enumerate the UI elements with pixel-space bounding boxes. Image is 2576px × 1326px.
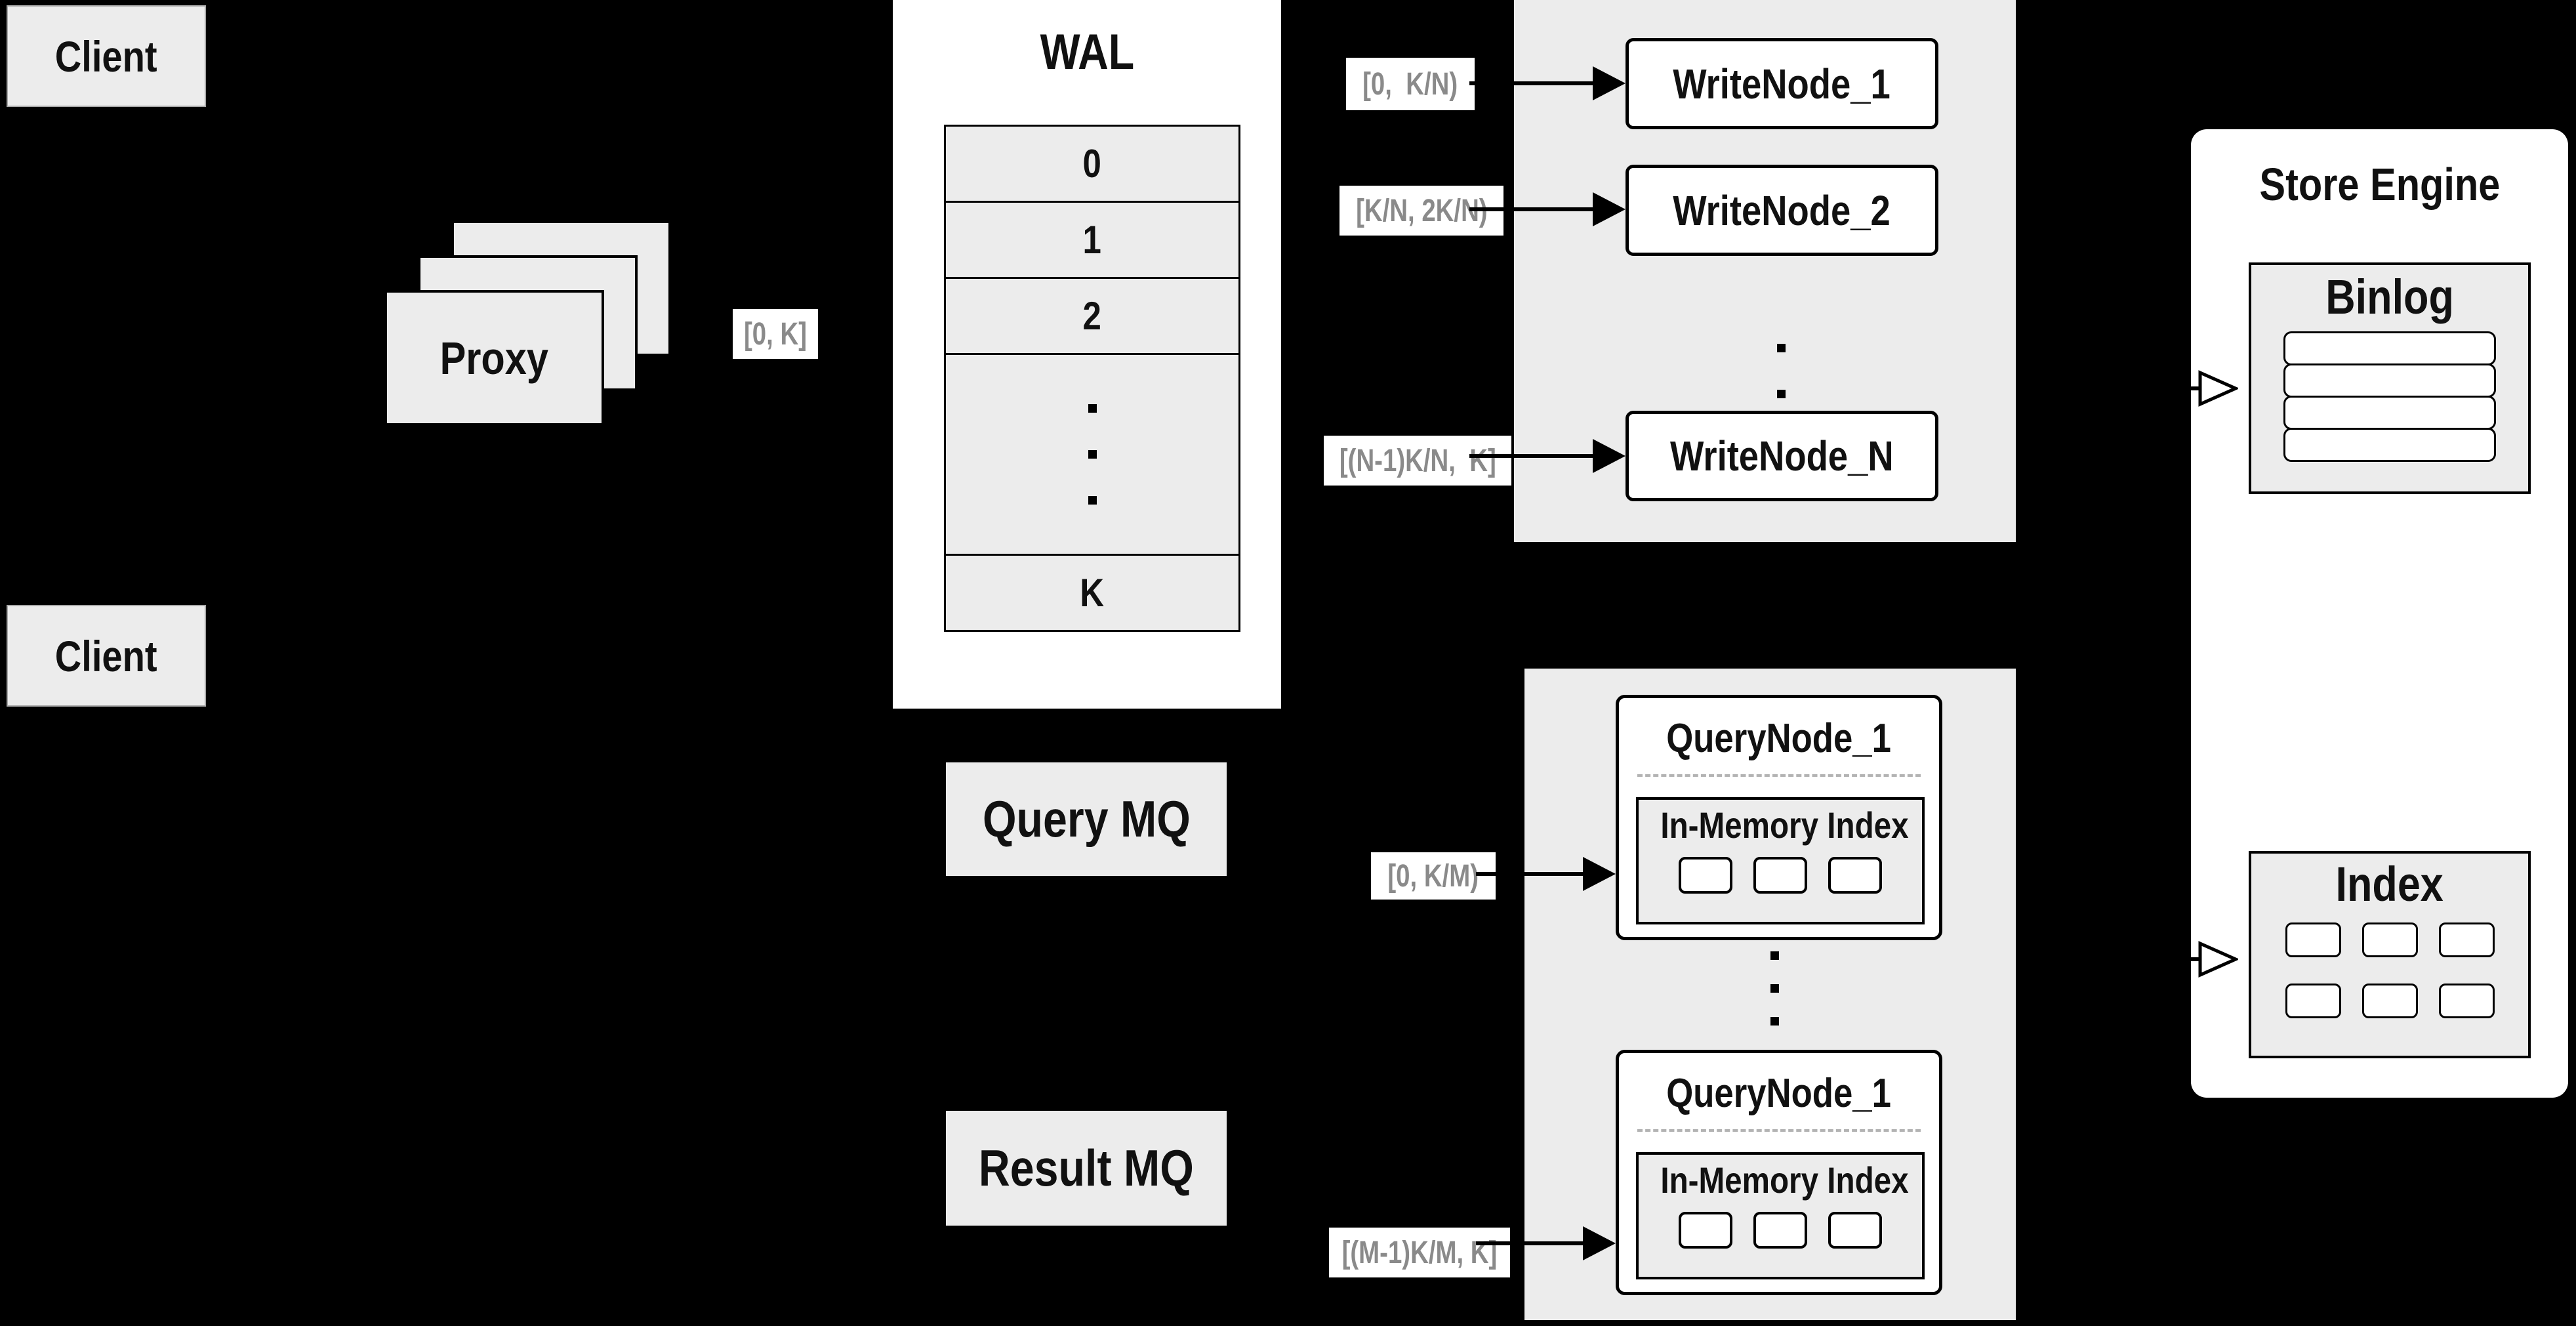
store-engine-panel: Store Engine Binlog Index [2191, 129, 2568, 1098]
client-top-label: Client [55, 31, 157, 81]
range-label-query-m: [(M-1)K/M, K] [1329, 1228, 1510, 1277]
arrow-to-writenode-1 [1469, 66, 1625, 100]
range-label-write-1: [0, K/N) [1346, 58, 1475, 110]
index-title: Index [2335, 857, 2444, 911]
wal-segment-row-1: 1 [944, 201, 1240, 279]
client-box-top: Client [7, 5, 206, 107]
binlog-box: Binlog [2249, 262, 2531, 494]
ellipsis-dots-icon [1770, 951, 1779, 1026]
memory-segment-cell [1828, 1212, 1882, 1249]
query-mq-box: Query MQ [946, 762, 1227, 876]
wal-segment-row-2: 2 [944, 277, 1240, 355]
arrow-shaft [1469, 81, 1595, 85]
index-grid [2251, 922, 2528, 1018]
arrow-to-writenode-n [1469, 439, 1625, 473]
in-memory-index-box: In-Memory Index [1636, 1152, 1925, 1279]
memory-segment-cells [1639, 1212, 1922, 1249]
index-cell [2438, 984, 2495, 1018]
range-label-query-1: [0, K/M) [1371, 852, 1496, 900]
query-node-title: QueryNode_1 [1666, 716, 1892, 761]
hollow-right-arrow-icon [2153, 941, 2238, 978]
arrow-shaft [1469, 207, 1595, 211]
query-node-title: QueryNode_1 [1666, 1071, 1892, 1116]
ellipsis-dots-icon [1088, 404, 1097, 505]
proxy-label: Proxy [440, 332, 549, 384]
index-cell [2285, 984, 2341, 1018]
memory-segment-cell [1753, 1212, 1807, 1249]
client-bottom-label: Client [55, 631, 157, 680]
wal-panel: WAL 0 1 2 K [890, 0, 1284, 711]
right-arrow-head-icon [1583, 857, 1616, 891]
binlog-rows [2251, 331, 2528, 462]
arrow-shaft [1469, 454, 1595, 458]
store-engine-title: Store Engine [2259, 159, 2500, 210]
result-mq-box: Result MQ [946, 1111, 1227, 1226]
write-node-box-1: WriteNode_1 [1625, 38, 1938, 129]
write-node-box-2: WriteNode_2 [1625, 165, 1938, 256]
query-node-box-2: QueryNode_1 In-Memory Index [1616, 1050, 1942, 1295]
index-box: Index [2249, 851, 2531, 1058]
arrow-shaft [1476, 1241, 1585, 1245]
write-node-box-n: WriteNode_N [1625, 411, 1938, 501]
in-memory-index-title: In-Memory Index [1660, 804, 1909, 846]
right-arrow-head-icon [1593, 192, 1625, 226]
binlog-row [2283, 363, 2496, 398]
hollow-right-arrow-icon [2153, 370, 2238, 407]
right-arrow-head-icon [1583, 1226, 1616, 1260]
dashed-divider [1637, 774, 1921, 777]
arrow-to-writenode-2 [1469, 192, 1625, 226]
range-label-write-n: [(N-1)K/N, K] [1324, 436, 1511, 486]
wal-segment-list: 0 1 2 K [944, 125, 1240, 632]
binlog-row [2283, 428, 2496, 462]
index-cell [2361, 984, 2418, 1018]
proxy-box-front: Proxy [384, 290, 604, 426]
wal-segment-row-k: K [944, 554, 1240, 632]
memory-segment-cell [1679, 857, 1732, 894]
right-arrow-head-icon [1593, 439, 1625, 473]
range-label-proxy-output: [0, K] [733, 309, 818, 359]
arrow-to-querynode-1 [1476, 857, 1616, 891]
memory-segment-cell [1753, 857, 1807, 894]
binlog-title: Binlog [2325, 270, 2454, 324]
arrow-shaft [1476, 872, 1585, 876]
memory-segment-cell [1828, 857, 1882, 894]
right-arrow-head-icon [1593, 66, 1625, 100]
binlog-row [2283, 396, 2496, 430]
binlog-row [2283, 331, 2496, 365]
index-cell [2361, 922, 2418, 957]
wal-title: WAL [1040, 24, 1134, 80]
dashed-divider [1637, 1129, 1921, 1132]
memory-segment-cell [1679, 1212, 1732, 1249]
memory-segment-cells [1639, 857, 1922, 894]
index-cell [2438, 922, 2495, 957]
query-node-box-1: QueryNode_1 In-Memory Index [1616, 695, 1942, 940]
wal-ellipsis-row [944, 353, 1240, 556]
query-node-cluster: QueryNode_1 In-Memory Index QueryNode_1 … [1524, 669, 2016, 1320]
client-box-bottom: Client [7, 605, 206, 707]
in-memory-index-box: In-Memory Index [1636, 797, 1925, 924]
in-memory-index-title: In-Memory Index [1660, 1159, 1909, 1201]
index-cell [2285, 922, 2341, 957]
wal-segment-row-0: 0 [944, 125, 1240, 203]
arrow-to-querynode-m [1476, 1226, 1616, 1260]
